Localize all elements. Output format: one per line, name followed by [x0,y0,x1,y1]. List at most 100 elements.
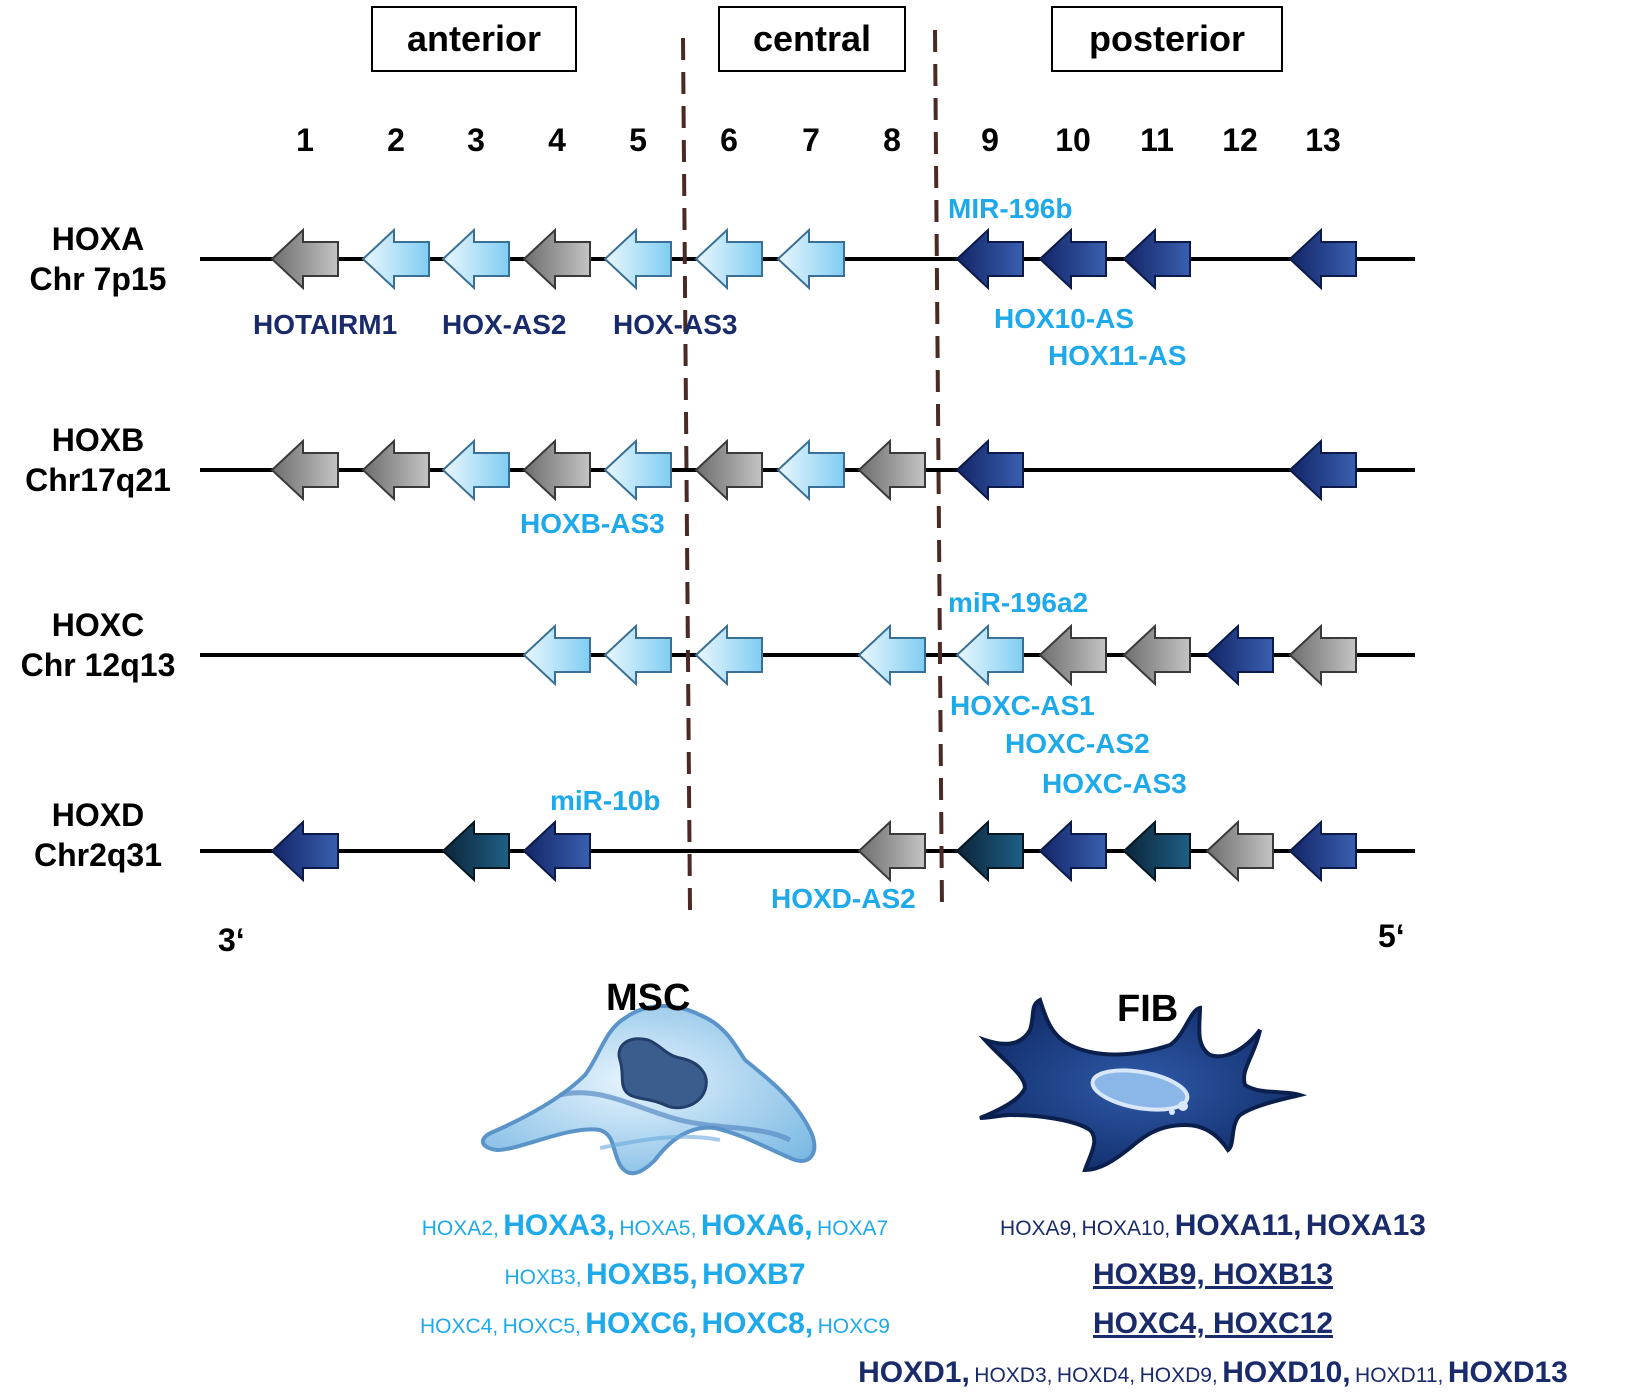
paralog-number-7: 7 [802,122,820,158]
msc-gene-row: HOXA2, HOXA3, HOXA5, HOXA6, HOXA7 [370,1204,940,1253]
hoxd1-gene-arrow [270,819,339,883]
five-prime-end: 5‘ [1378,918,1405,954]
cluster-label-hoxa: HOXA Chr 7p15 [0,219,196,299]
msc-gene-name: HOXA5, [619,1217,697,1240]
paralog-number-1: 1 [296,122,314,158]
hoxc10-gene-arrow [1038,623,1107,687]
hoxa11-gene-arrow [1122,227,1191,291]
msc-title: MSC [606,977,691,1019]
fib-gene-name: HOXA13 [1305,1209,1426,1242]
msc-gene-name: HOXB5, [585,1258,698,1291]
hoxd13-gene-arrow [1288,819,1357,883]
msc-gene-name: HOXC6, [585,1307,697,1340]
msc-gene-name: HOXC5, [502,1315,581,1338]
chromosome-location: Chr17q21 [25,462,171,498]
annotation-hox11-as: HOX11-AS [1048,340,1187,371]
hoxc8-gene-arrow [857,623,926,687]
cluster-name: HOXC [51,607,145,643]
fib-title: FIB [1117,988,1179,1030]
hoxb3-gene-arrow [441,438,510,502]
msc-gene-name: HOXA6, [700,1209,813,1242]
annotation-hoxb-as3: HOXB-AS3 [520,508,665,539]
fib-gene-name: HOXB9, HOXB13 [1092,1258,1334,1291]
annotation-mir-10b: miR-10b [550,785,661,816]
hoxc6-gene-arrow [694,623,763,687]
hoxd3-gene-arrow [441,819,510,883]
msc-gene-name: HOXC4, [420,1315,499,1338]
msc-cell-illustration [481,1004,817,1176]
fib-gene-name: HOXD9, [1139,1364,1218,1387]
paralog-number-8: 8 [883,122,901,158]
hoxc9-gene-arrow [955,623,1024,687]
paralog-number-3: 3 [467,122,485,158]
msc-gene-name: HOXB7 [702,1258,806,1291]
paralog-number-9: 9 [981,122,999,158]
hoxd11-gene-arrow [1122,819,1191,883]
hoxc12-gene-arrow [1205,623,1274,687]
hoxb7-gene-arrow [776,438,845,502]
msc-gene-name: HOXC8, [701,1307,814,1340]
fib-gene-name: HOXA11, [1174,1209,1302,1242]
msc-gene-row: HOXB3, HOXB5, HOXB7 [370,1253,940,1302]
region-central: central [718,6,906,72]
msc-gene-name: HOXC9 [817,1315,890,1338]
paralog-number-11: 11 [1140,122,1174,158]
msc-gene-name: HOXA7 [817,1217,889,1240]
fib-gene-name: HOXA10, [1081,1217,1171,1240]
fib-gene-row: HOXC4, HOXC12 [780,1302,1646,1351]
cluster-name: HOXB [51,422,145,458]
hoxb2-gene-arrow [361,438,430,502]
cluster-label-hoxb: HOXB Chr17q21 [0,420,196,500]
fib-gene-name: HOXD10, [1222,1356,1351,1389]
annotation-mir-196b: MIR-196b [948,193,1073,224]
paralog-number-12: 12 [1222,122,1258,158]
annotation-hoxd-as2: HOXD-AS2 [771,883,916,914]
cluster-name: HOXA [51,221,145,257]
hoxa3-gene-arrow [441,227,510,291]
hoxa4-gene-arrow [522,227,591,291]
central-divider-right [933,29,944,911]
cluster-label-hoxc: HOXC Chr 12q13 [0,605,196,685]
annotation-hox10-as: HOX10-AS [994,303,1135,334]
hoxa13-gene-arrow [1288,227,1357,291]
annotation-hoxc-as2: HOXC-AS2 [1005,728,1150,759]
fib-gene-name: HOXD3, [974,1364,1053,1387]
chromosome-location: Chr 12q13 [20,647,176,683]
central-divider-left [681,37,692,911]
hoxb8-gene-arrow [857,438,926,502]
hoxa6-gene-arrow [694,227,763,291]
three-prime-end: 3‘ [218,922,245,958]
msc-gene-name: HOXA2, [421,1217,499,1240]
fib-gene-row: HOXD1, HOXD3, HOXD4, HOXD9, HOXD10, HOXD… [780,1351,1646,1400]
hoxa5-gene-arrow [603,227,672,291]
msc-gene-name: HOXA3, [503,1209,615,1242]
msc-gene-name: HOXB3, [504,1266,582,1289]
hoxb5-gene-arrow [603,438,672,502]
cluster-label-hoxd: HOXD Chr2q31 [0,795,196,875]
paralog-number-13: 13 [1305,122,1341,158]
fib-gene-name: HOXD11, [1355,1364,1444,1387]
hoxc4-gene-arrow [522,623,591,687]
hoxd9-gene-arrow [955,819,1024,883]
fib-gene-row: HOXB9, HOXB13 [780,1253,1646,1302]
fib-cell-illustration [978,997,1308,1173]
fib-gene-row: HOXA9, HOXA10, HOXA11, HOXA13 [780,1204,1646,1253]
hoxb9-gene-arrow [955,438,1024,502]
annotation-hox-as2: HOX-AS2 [442,309,567,340]
hoxc11-gene-arrow [1122,623,1191,687]
fib-gene-name: HOXD1, [858,1356,970,1389]
annotation-mir-196a2: miR-196a2 [948,587,1089,618]
fib-gene-name: HOXC4, HOXC12 [1092,1307,1334,1340]
hoxc5-gene-arrow [603,623,672,687]
paralog-number-6: 6 [720,122,738,158]
hoxa9-gene-arrow [955,227,1024,291]
hoxb13-gene-arrow [1288,438,1357,502]
hoxa1-gene-arrow [270,227,339,291]
hoxa7-gene-arrow [776,227,845,291]
chromosome-location: Chr2q31 [33,837,163,873]
hoxb4-gene-arrow [522,438,591,502]
fib-gene-name: HOXD13 [1447,1356,1568,1389]
paralog-number-5: 5 [629,122,647,158]
hoxd12-gene-arrow [1205,819,1274,883]
